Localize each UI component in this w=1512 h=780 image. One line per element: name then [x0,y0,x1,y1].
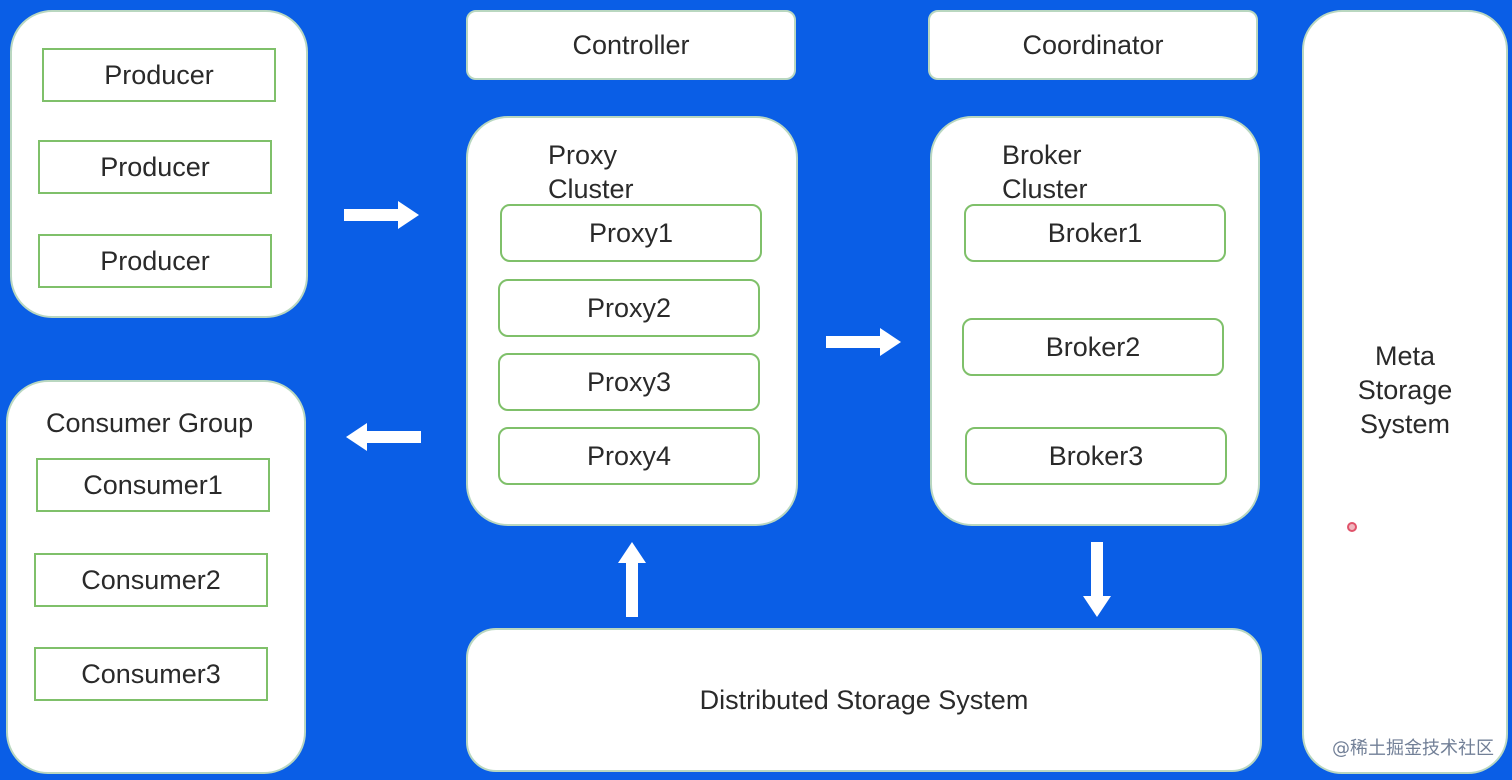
proxy-box-1: Proxy1 [500,204,762,262]
broker-box-3: Broker3 [965,427,1227,485]
proxy-cluster-title: Proxy Cluster [548,140,634,204]
arrow-right-proxy-to-broker [826,328,901,356]
producer-box-3: Producer [38,234,272,288]
consumer-box-3: Consumer3 [34,647,268,701]
proxy-box-3: Proxy3 [498,353,760,411]
arrow-right-producers-to-proxy [344,201,419,229]
broker-box-2: Broker2 [962,318,1224,376]
broker-cluster-title: Broker Cluster [1002,140,1088,204]
coordinator-box [928,10,1258,80]
cursor-dot [1347,522,1357,532]
arrow-left-proxy-to-consumers [346,423,421,451]
consumer-group-title: Consumer Group [46,408,254,438]
consumer-box-1: Consumer1 [36,458,270,512]
watermark: @稀土掘金技术社区 [1332,738,1494,759]
controller-box [466,10,796,80]
broker-box-1: Broker1 [964,204,1226,262]
proxy-box-4: Proxy4 [498,427,760,485]
meta-storage-panel [1302,10,1508,774]
coordinator-label: Coordinator [1022,29,1164,60]
producer-box-1: Producer [42,48,276,102]
arrow-down-broker-to-storage [1083,542,1111,617]
meta-storage-label: Meta Storage System [1357,341,1453,439]
arrow-up-storage-to-proxy [618,542,646,617]
distributed-storage-label: Distributed Storage System [699,684,1029,715]
proxy-box-2: Proxy2 [498,279,760,337]
consumer-box-2: Consumer2 [34,553,268,607]
producer-box-2: Producer [38,140,272,194]
controller-label: Controller [572,29,690,60]
distributed-storage-panel [466,628,1262,772]
